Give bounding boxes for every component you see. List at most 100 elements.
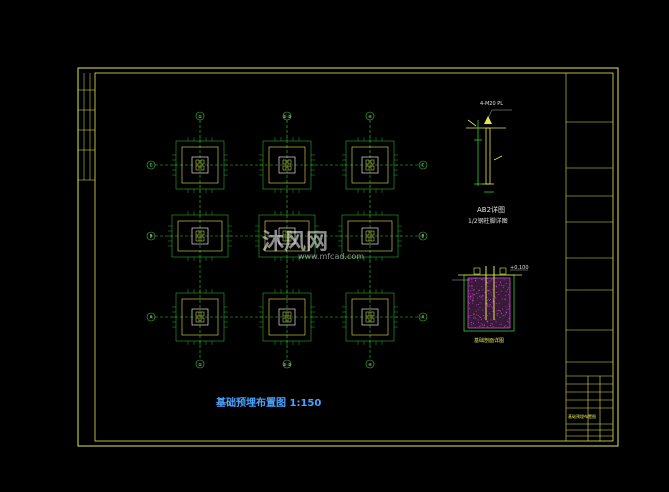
anchor-bolt	[195, 317, 200, 323]
footing-pad	[177, 220, 223, 252]
hatch-dot	[484, 279, 486, 281]
detail-a-note: 4-M20 PL	[480, 101, 504, 107]
hatch-dot	[468, 317, 470, 319]
hatch-dot	[477, 292, 479, 294]
hatch-dot	[495, 297, 497, 299]
hatch-dot	[500, 290, 502, 292]
hatch-dot	[473, 289, 475, 290]
hatch-dot	[490, 291, 492, 293]
hatch-dot	[493, 285, 494, 286]
hatch-dot	[507, 326, 509, 328]
hatch-dot	[494, 296, 496, 298]
hatch-dot	[496, 314, 498, 316]
hatch-dot	[477, 319, 479, 321]
hatch-dot	[482, 298, 484, 300]
hatch-dot	[490, 299, 491, 300]
hatch-dot	[504, 298, 506, 300]
hatch-dot	[473, 314, 475, 315]
hatch-dot	[487, 290, 489, 292]
anchor-bolt	[200, 159, 205, 165]
hatch-dot	[473, 322, 474, 324]
hatch-dot	[487, 326, 489, 328]
axis-label-right: C	[422, 163, 425, 168]
axis-bubble-right	[418, 312, 428, 322]
footing-pad	[268, 146, 306, 184]
axis-bubble-right	[418, 160, 428, 170]
axis-bubble-bottom	[195, 359, 205, 369]
hatch-dot	[483, 324, 485, 325]
axis-bubble-left	[146, 312, 156, 322]
hatch-dot	[505, 306, 507, 308]
axis-label-bottom: ④	[368, 362, 372, 367]
hatch-dot	[506, 308, 508, 310]
hatch-dot	[479, 316, 481, 318]
hatch-dot	[484, 317, 485, 319]
hatch-dot	[486, 305, 488, 307]
hatch-dot	[499, 317, 501, 318]
hatch-dot	[477, 297, 478, 299]
anchor-bolt	[365, 230, 370, 236]
hatch-dot	[491, 302, 493, 304]
hatch-dot	[486, 281, 488, 283]
hatch-dot	[471, 285, 473, 286]
hatch-dot	[494, 282, 496, 284]
hatch-dot	[479, 295, 481, 297]
hatch-dot	[475, 327, 476, 329]
anchor-bolt	[370, 236, 375, 242]
hatch-dot	[494, 319, 496, 321]
hatch-dot	[491, 279, 493, 281]
watermark-url: www.mfcad.com	[298, 252, 365, 261]
hatch-dot	[505, 295, 507, 297]
hatch-dot	[489, 300, 490, 302]
hatch-dot	[499, 310, 501, 311]
hatch-dot	[488, 280, 490, 282]
anchor-bolt	[287, 317, 292, 323]
axis-bubble-left	[146, 160, 156, 170]
watermark-logo: 沐风网	[262, 230, 329, 255]
footing-pad	[181, 298, 219, 336]
drawing-title: 基础预埋布置图 1:150	[216, 398, 322, 409]
anchor-bolt	[287, 159, 292, 165]
title-block-drawing-name: 基础预埋布置图	[568, 414, 596, 419]
footing-pad	[351, 298, 389, 336]
hatch-dot	[508, 321, 510, 323]
column-base-plate	[191, 156, 209, 174]
hatch-dot	[495, 302, 497, 304]
hatch-dot	[486, 321, 488, 322]
drawing-inner-frame	[94, 72, 614, 442]
axis-bubble-top	[365, 111, 375, 121]
axis-label-top: ①	[198, 114, 202, 119]
hatch-dot	[471, 324, 473, 326]
hatch-dot	[493, 297, 495, 299]
hatch-dot	[491, 288, 493, 290]
hatch-dot	[499, 310, 501, 312]
hatch-dot	[471, 281, 473, 283]
hatch-dot	[488, 289, 490, 291]
anchor-bolt	[370, 230, 375, 236]
hatch-dot	[490, 294, 492, 296]
hatch-dot	[502, 315, 504, 316]
detail-a-title: AB2详图	[477, 206, 506, 214]
anchor-bolt	[365, 236, 370, 242]
hatch-dot	[471, 288, 473, 290]
hatch-dot	[470, 295, 471, 297]
detail-a-subtitle: 1/2钢柱脚详图	[468, 218, 508, 225]
hatch-dot	[474, 316, 476, 318]
hatch-dot	[476, 304, 478, 306]
anchor-bolt	[195, 159, 200, 165]
hatch-dot	[499, 284, 501, 286]
hatch-dot	[494, 282, 495, 284]
hatch-dot	[495, 321, 497, 323]
anchor-bolt	[282, 165, 287, 171]
concrete-hatch	[468, 278, 510, 329]
hatch-dot	[479, 325, 481, 327]
hatch-dot	[498, 302, 500, 304]
hatch-dot	[484, 283, 486, 285]
hatch-dot	[485, 289, 486, 290]
anchor-bolt	[282, 236, 287, 242]
hatch-dot	[471, 322, 473, 323]
hatch-dot	[487, 327, 489, 329]
hatch-dot	[499, 281, 501, 283]
